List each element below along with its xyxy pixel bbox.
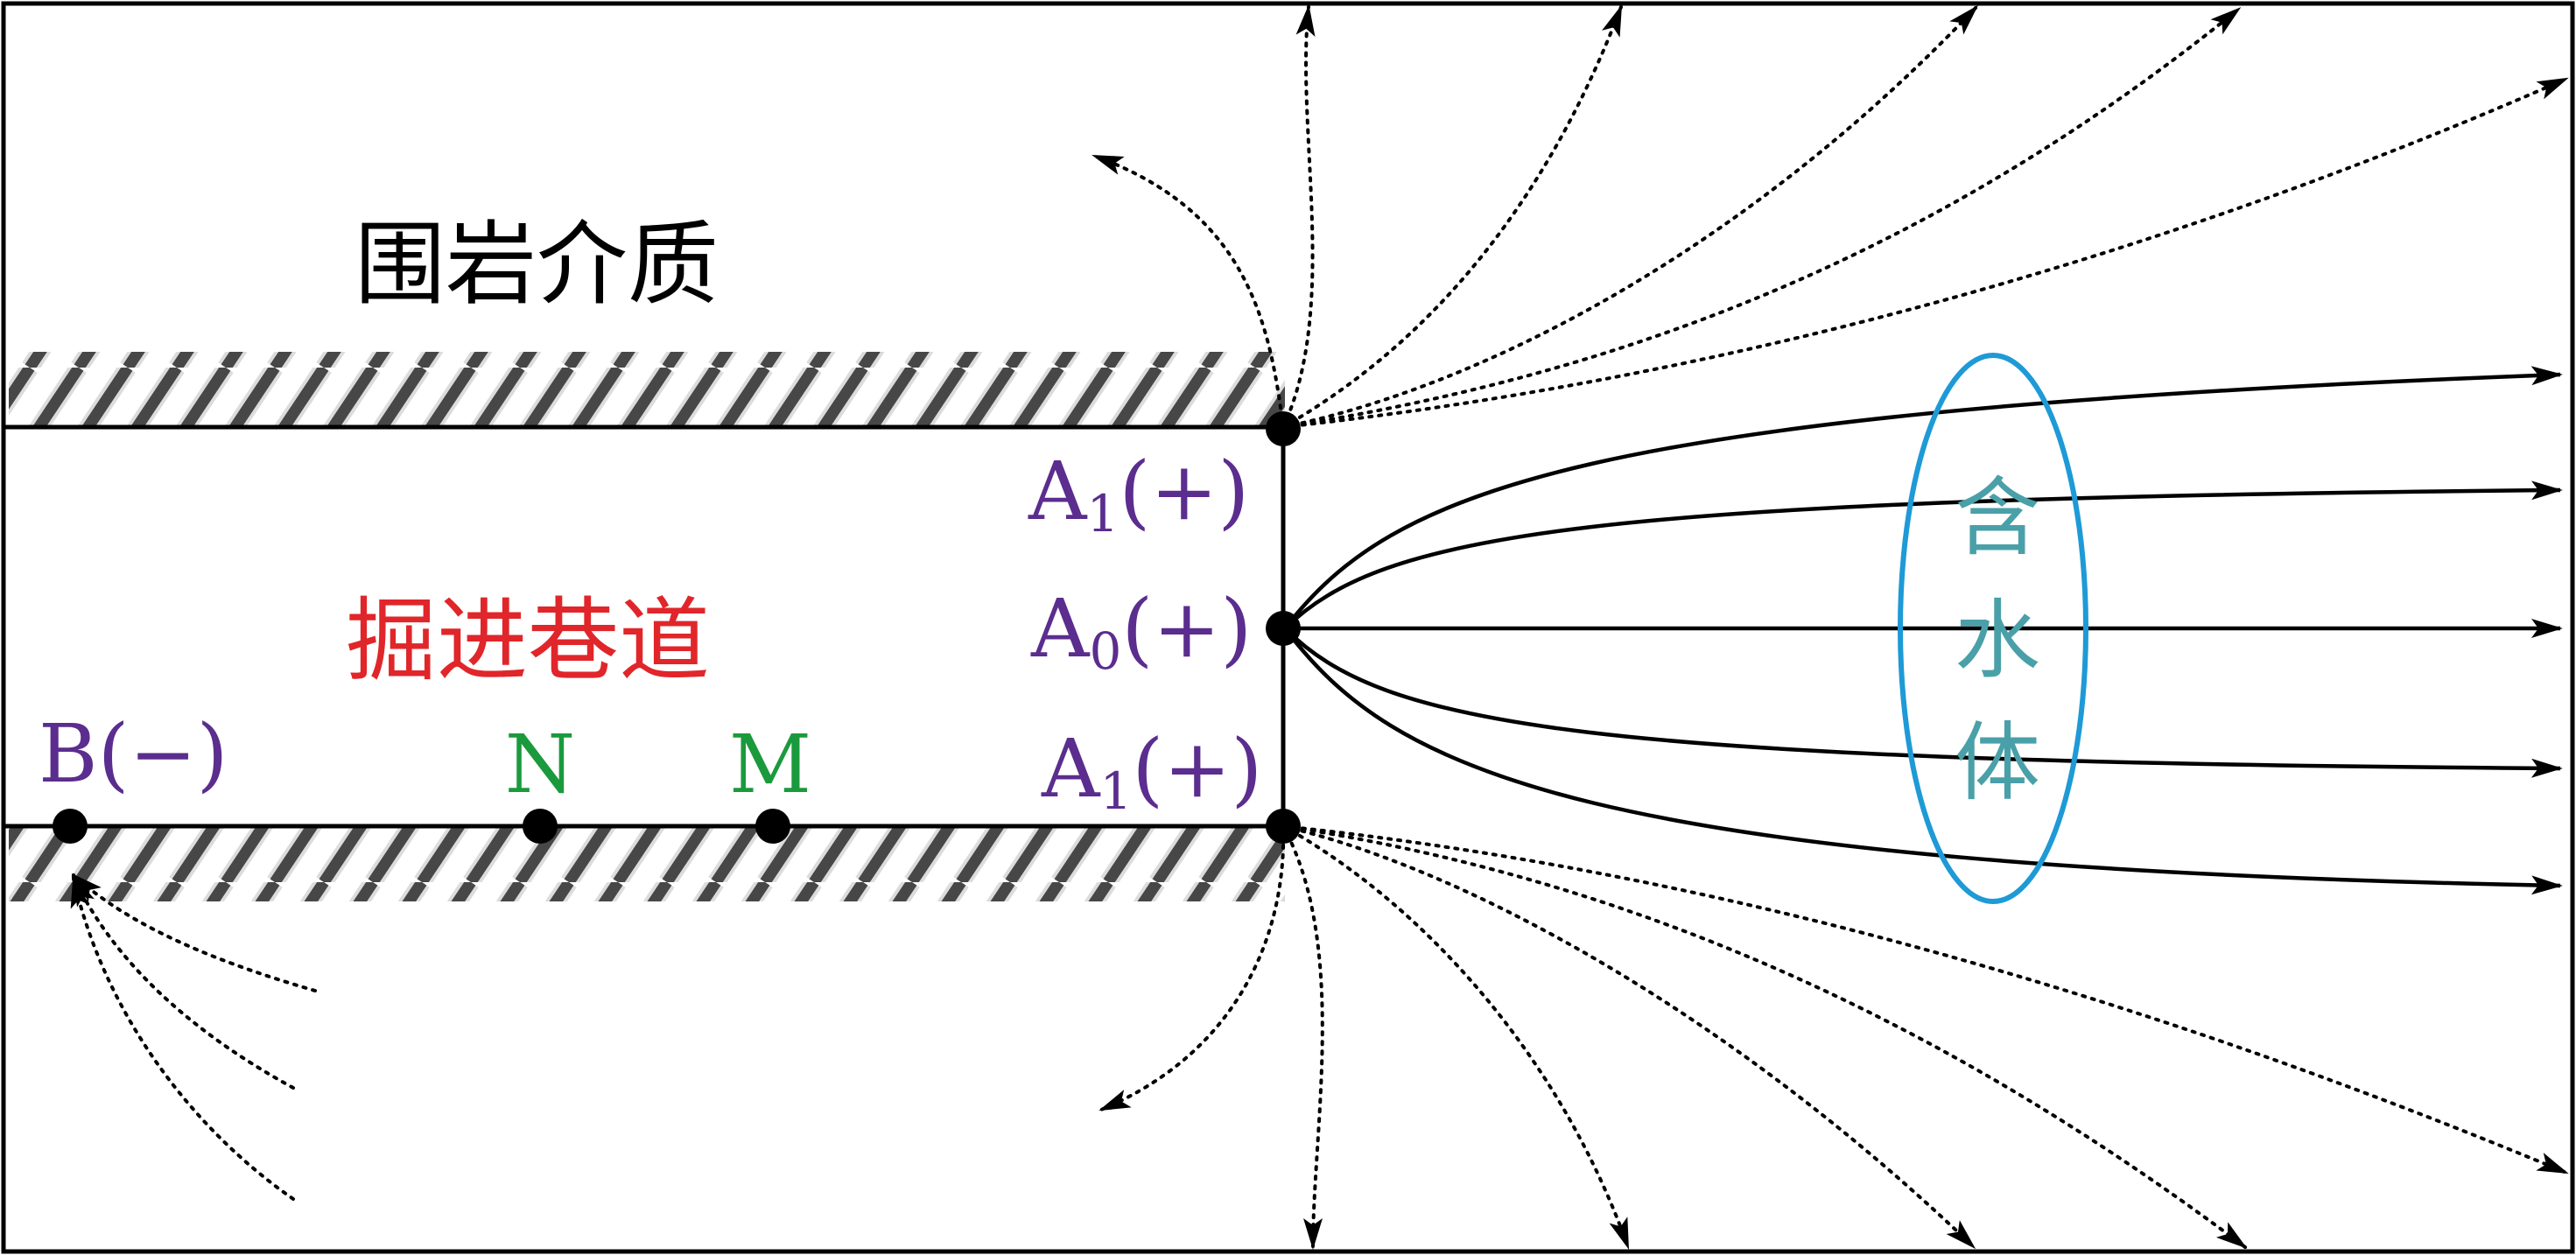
water-char: 含 (1955, 468, 2040, 568)
water-char: 水 (1955, 591, 2040, 691)
point-n (523, 809, 558, 844)
field-line-dotted (71, 873, 317, 992)
field-line-dotted (1098, 824, 1286, 1111)
water-char: 体 (1955, 713, 2040, 813)
field-line-dotted (1281, 4, 1979, 429)
dotted-field-lines-top (1091, 4, 2569, 429)
field-line-dotted (1281, 824, 1976, 1250)
tunnel-label: 掘进巷道 (346, 587, 710, 694)
point-m-label: M (729, 718, 811, 811)
dotted-field-lines-b (70, 873, 317, 1201)
dotted-field-lines-bottom (1098, 824, 2569, 1250)
points (53, 411, 1301, 844)
water-body-label: 含 水 体 (1955, 468, 2040, 813)
electrode-a0-label: A0(+) (1030, 582, 1252, 681)
point-a0 (1266, 611, 1301, 646)
field-line-dotted (72, 874, 295, 1090)
point-n-label: N (505, 718, 576, 811)
electrode-a1-bottom-label: A1(+) (1041, 722, 1262, 821)
field-line-dotted (1281, 7, 2242, 429)
electrode-a1-top-label: A1(+) (1028, 445, 1249, 543)
water-body-outline (1898, 353, 2088, 904)
field-line-solid (1283, 366, 2563, 630)
field-line-dotted (1281, 824, 2569, 1174)
field-line-solid (1283, 627, 2563, 778)
field-line-solid (1283, 627, 2563, 895)
point-a1-bottom (1266, 809, 1301, 844)
field-line-dotted (70, 876, 295, 1201)
solid-field-lines (1283, 366, 2563, 895)
field-line-dotted (1281, 824, 1630, 1250)
rock-medium-label: 围岩介质 (354, 211, 719, 318)
field-line-dotted (1281, 4, 1316, 429)
point-a1-top (1266, 411, 1301, 446)
field-line-dotted (1091, 154, 1285, 429)
field-line-dotted (1281, 824, 2248, 1249)
electrode-b-label: B(−) (39, 707, 228, 801)
field-line-solid (1283, 480, 2563, 630)
field-line-dotted (1281, 824, 1324, 1250)
rock-hatch-top (9, 352, 1285, 425)
point-m (755, 809, 790, 844)
rock-hatch-bottom (9, 828, 1285, 901)
field-line-dotted (1281, 77, 2569, 429)
field-line-dotted (1281, 4, 1623, 429)
point-b (53, 809, 88, 844)
